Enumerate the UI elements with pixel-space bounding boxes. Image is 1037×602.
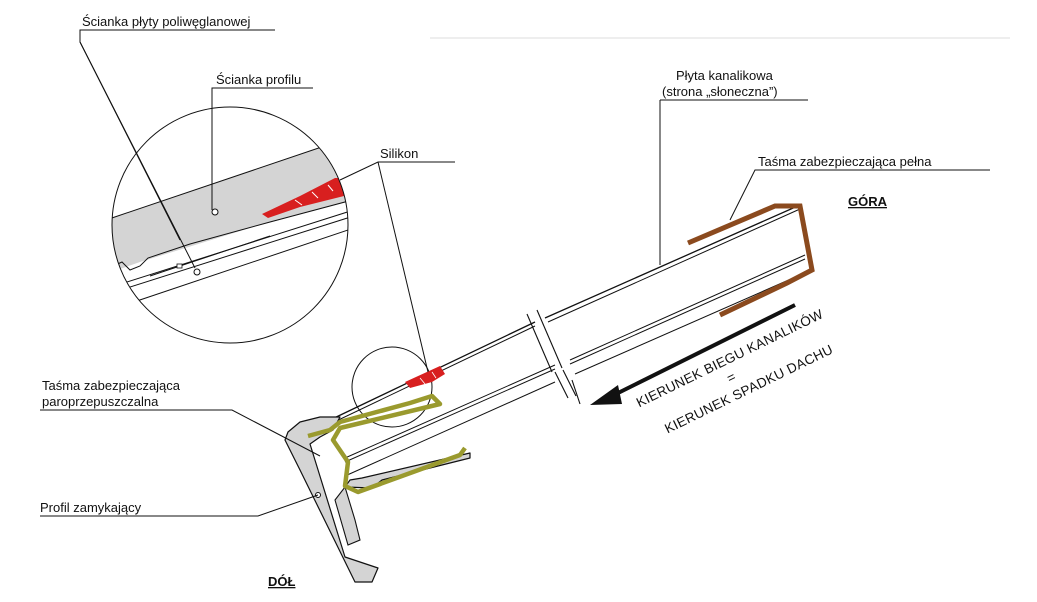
detail-reference-circle bbox=[351, 346, 433, 428]
label-silicone: Silikon bbox=[380, 146, 418, 161]
channel-sheet bbox=[329, 204, 806, 477]
label-closing-profile: Profil zamykający bbox=[40, 500, 142, 515]
label-solid-tape: Taśma zabezpieczająca pełna bbox=[758, 154, 932, 169]
closing-profile bbox=[284, 416, 471, 583]
vapor-tape bbox=[307, 393, 467, 495]
detail-magnifier bbox=[111, 106, 349, 344]
label-vapor-tape-1: Taśma zabezpieczająca bbox=[42, 378, 181, 393]
label-polycarbonate-wall: Ścianka płyty poliwęglanowej bbox=[82, 14, 250, 29]
silicone-main bbox=[405, 366, 445, 388]
leader-lines bbox=[40, 29, 990, 517]
label-direction-equals: = bbox=[724, 369, 738, 386]
profile-wall-band bbox=[112, 134, 348, 276]
label-profile-wall: Ścianka profilu bbox=[216, 72, 301, 87]
silicone-detail bbox=[262, 178, 348, 218]
label-channel-sheet: Płyta kanalikowa bbox=[676, 68, 774, 83]
label-bottom: DÓŁ bbox=[268, 574, 296, 589]
direction-text: KIERUNEK BIEGU KANALIKÓW = KIERUNEK SPAD… bbox=[634, 306, 836, 436]
direction-arrow bbox=[590, 303, 796, 405]
break-mark bbox=[526, 309, 581, 405]
label-vapor-tape-2: paroprzepuszczalna bbox=[42, 394, 159, 409]
label-top: GÓRA bbox=[848, 194, 888, 209]
solid-tape bbox=[687, 203, 815, 318]
label-channel-sheet-side: (strona „słoneczna”) bbox=[662, 84, 778, 99]
